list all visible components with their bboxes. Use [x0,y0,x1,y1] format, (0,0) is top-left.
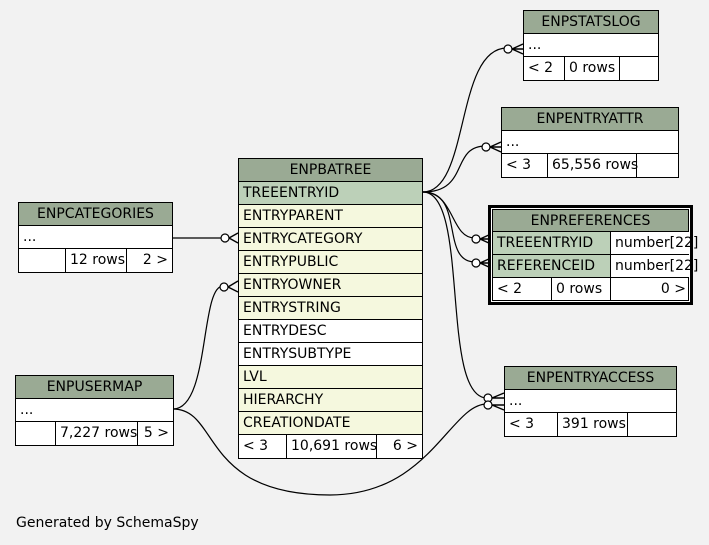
table-body: ... [16,399,173,422]
stat-rows: 10,691 rows [286,435,377,458]
optional-circle-icon [481,142,491,152]
relation-line-usermap-access [172,403,488,496]
table-enpstatslog[interactable]: ENPSTATSLOG ... < 2 0 rows [523,10,659,81]
table-stats-row: < 3 10,691 rows 6 > [239,435,422,458]
stat-rows: 391 rows [557,413,627,436]
stat-rows: 7,227 rows [55,422,137,445]
column-row: ENTRYCATEGORY [239,228,422,251]
body-text: ... [506,134,520,150]
arrow-icon [227,280,239,293]
stat-parents [627,413,676,436]
table-body: ... [19,226,172,249]
column-name: ENTRYDESC [243,323,327,339]
table-body: ... [505,390,676,413]
stat-children [19,249,65,272]
optional-circle-icon [471,258,481,268]
column-row: TREEENTRYID [239,182,422,205]
table-stats-row: < 3 391 rows [505,413,676,436]
relation-line-statslog [422,47,508,193]
optional-circle-icon [483,400,493,410]
table-enpentryattr[interactable]: ENPENTRYATTR ... < 3 65,556 rows [501,107,679,178]
table-enppreferences[interactable]: ENPREFERENCES TREEENTRYID number[22] REF… [488,205,698,305]
stat-children: < 2 [497,281,523,297]
table-stats-row: 7,227 rows 5 > [16,422,173,445]
table-stats-row: < 2 0 rows 0 > [492,278,689,301]
relation-line-entryattr [422,145,487,193]
column-name: HIERARCHY [243,392,324,408]
table-enpcategories[interactable]: ENPCATEGORIES ... 12 rows 2 > [18,202,173,273]
column-name: ENTRYCATEGORY [243,231,363,247]
table-stats-row: < 3 65,556 rows [502,154,678,177]
table-stats-row: 12 rows 2 > [19,249,172,272]
column-name: TREEENTRYID [493,232,610,254]
stat-rows: 12 rows [65,249,126,272]
optional-circle-icon [471,234,481,244]
relation-line-pref-ref [422,191,476,263]
stat-children: < 3 [506,157,532,173]
stat-parents: 6 > [376,435,422,458]
table-enpusermap[interactable]: ENPUSERMAP ... 7,227 rows 5 > [15,375,174,446]
column-row: REFERENCEID number[22] [492,255,698,278]
column-name: ENTRYOWNER [243,277,342,293]
stat-rows: 65,556 rows [547,154,638,177]
stat-children: < 3 [509,416,535,432]
relation-line-owner [172,285,224,410]
table-enpbatree[interactable]: ENPBATREE TREEENTRYID ENTRYPARENT ENTRYC… [238,158,423,459]
stat-parents: 0 > [610,278,690,300]
optional-circle-icon [503,44,513,54]
column-name: ENTRYSUBTYPE [243,346,352,362]
column-row: LVL [239,366,422,389]
column-row: TREEENTRYID number[22] [492,232,698,255]
crowfoot-icon [491,392,505,411]
column-type: number[22] [610,232,698,254]
stat-rows: 0 rows [564,57,619,80]
stat-children: < 3 [243,438,269,454]
optional-circle-icon [220,233,230,243]
stat-parents [619,57,658,80]
column-name: CREATIONDATE [243,415,351,431]
stat-parents [636,154,678,177]
crowfoot-icon [511,43,524,55]
column-name: REFERENCEID [493,255,610,277]
column-type: number[22] [610,255,698,277]
table-title: ENPREFERENCES [492,209,689,232]
table-body: ... [502,131,678,154]
column-row: ENTRYOWNER [239,274,422,297]
table-stats-row: < 2 0 rows [524,57,658,80]
column-row: CREATIONDATE [239,412,422,435]
table-title: ENPENTRYACCESS [505,367,676,390]
stat-children [16,422,55,445]
column-row: ENTRYPARENT [239,205,422,228]
stat-children: < 2 [528,60,554,76]
table-title: ENPENTRYATTR [502,108,678,131]
body-text: ... [23,229,37,245]
column-name: ENTRYSTRING [243,300,341,316]
column-name: ENTRYPARENT [243,208,343,224]
stat-rows: 0 rows [551,278,610,300]
column-name: TREEENTRYID [243,185,340,201]
table-title: ENPUSERMAP [16,376,173,399]
arrow-icon [228,232,239,244]
column-row: HIERARCHY [239,389,422,412]
relation-line-entryaccess [422,191,488,399]
table-title: ENPSTATSLOG [524,11,658,34]
table-body: ... [524,34,658,57]
body-text: ... [509,393,523,409]
column-name: LVL [243,369,267,385]
stat-parents: 2 > [126,249,172,272]
table-title: ENPCATEGORIES [19,203,172,226]
footer-credit: Generated by SchemaSpy [16,515,199,531]
body-text: ... [20,402,34,418]
column-row: ENTRYPUBLIC [239,251,422,274]
body-text: ... [528,37,542,53]
column-row: ENTRYSUBTYPE [239,343,422,366]
column-row: ENTRYSTRING [239,297,422,320]
crowfoot-icon [489,141,502,153]
column-row: ENTRYDESC [239,320,422,343]
table-enpentryaccess[interactable]: ENPENTRYACCESS ... < 3 391 rows [504,366,677,437]
column-name: ENTRYPUBLIC [243,254,339,270]
table-title: ENPBATREE [239,159,422,182]
optional-circle-icon [219,282,229,292]
stat-parents: 5 > [137,422,173,445]
